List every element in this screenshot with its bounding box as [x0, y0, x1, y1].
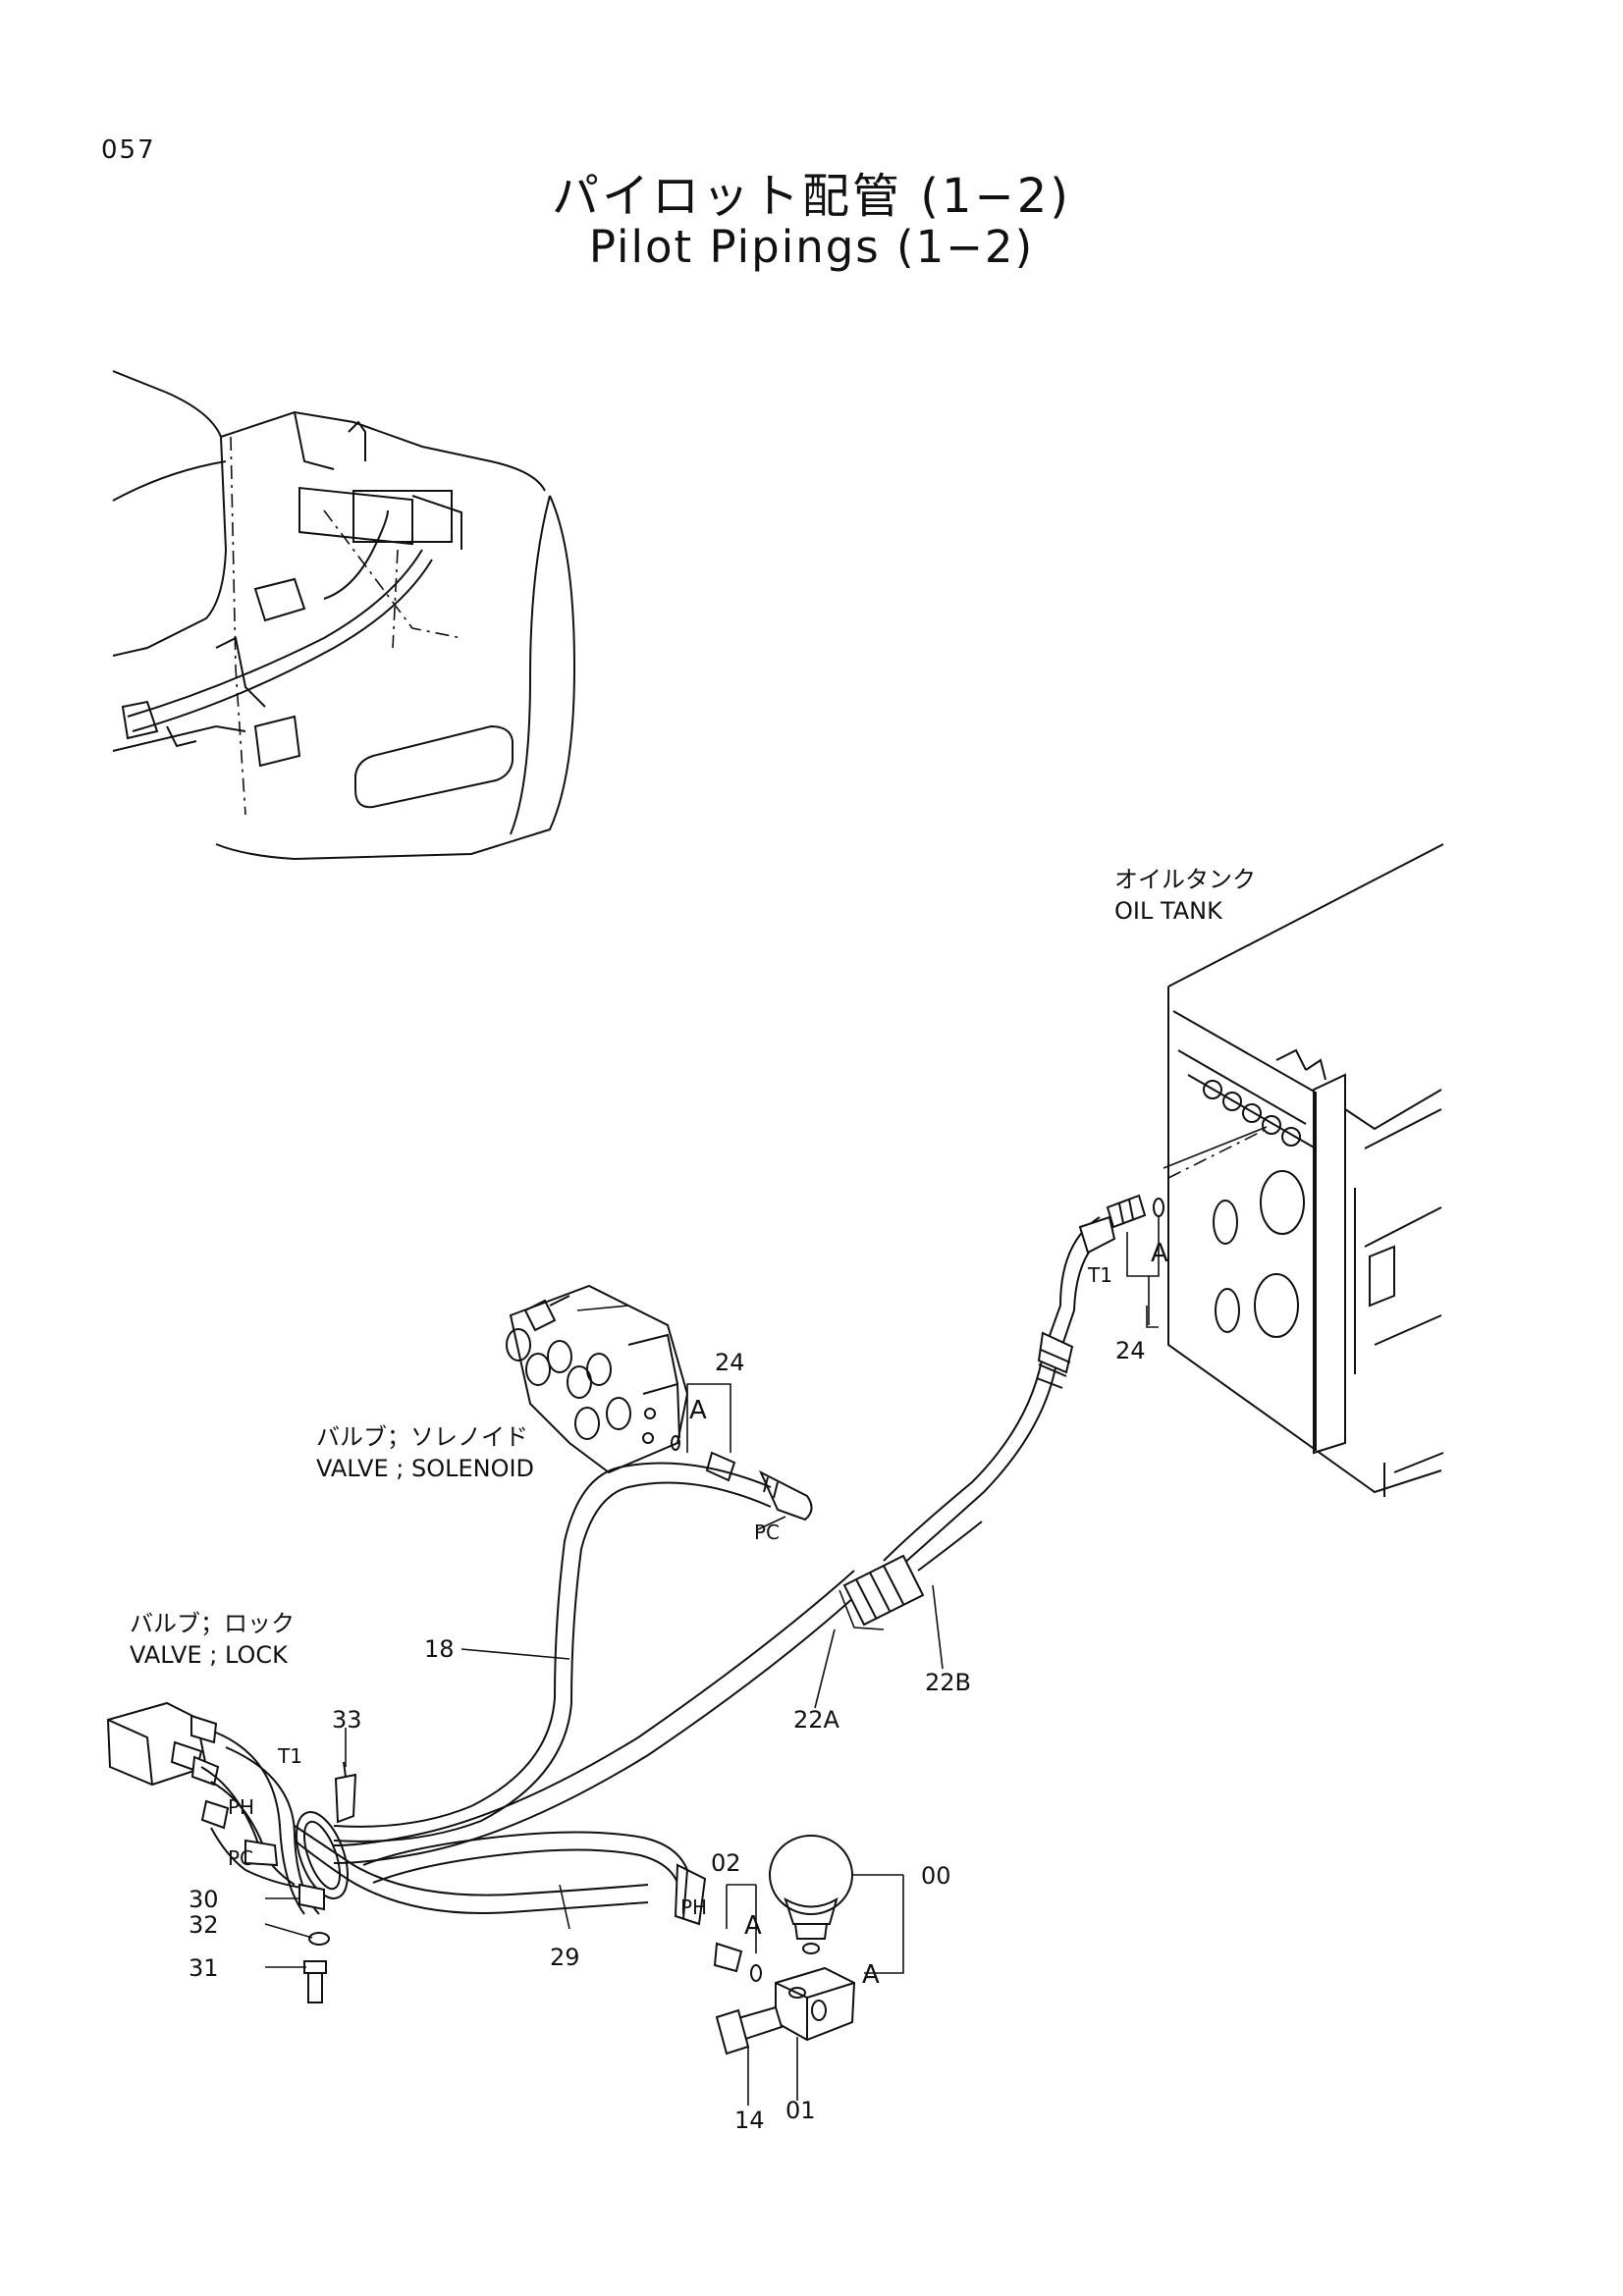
solenoid-valve-label-en: VALVE ; SOLENOID — [316, 1455, 534, 1482]
part-number-18: 18 — [424, 1635, 455, 1663]
callout-a-tank: A — [1151, 1239, 1168, 1268]
machine-overview-illustration — [112, 370, 576, 861]
port-t1-tank: T1 — [1087, 1263, 1112, 1287]
solenoid-valve-label-jp: バルブ；ソレノイド — [316, 1423, 528, 1451]
mounting-block — [715, 1966, 856, 2056]
fitting-02 — [713, 1884, 762, 1982]
page-title-japanese: パイロット配管 (1−2) — [551, 169, 1071, 224]
part-number-30: 30 — [189, 1886, 219, 1913]
port-pc-solenoid: PC — [754, 1521, 780, 1544]
part-number-14: 14 — [734, 2107, 765, 2134]
part-number-29: 29 — [550, 1944, 580, 1971]
callout-a-accumulator: A — [862, 1960, 880, 1990]
part-number-31: 31 — [189, 1954, 219, 1982]
part-number-01: 01 — [785, 2097, 816, 2124]
part-number-00: 00 — [921, 1862, 951, 1890]
part-number-33: 33 — [332, 1706, 362, 1734]
oil-tank-label-jp: オイルタンク — [1114, 866, 1256, 893]
hose-18 — [333, 1462, 772, 1842]
page-title-english: Pilot Pipings (1−2) — [588, 221, 1035, 273]
tank-return-fitting — [1106, 1194, 1164, 1325]
page-number: 057 — [101, 135, 156, 165]
hose-29 — [362, 1831, 707, 1926]
port-ph-hose: PH — [680, 1896, 707, 1919]
accumulator — [769, 1835, 903, 1954]
lock-valve-label-en: VALVE ; LOCK — [130, 1641, 289, 1669]
part-number-22b: 22B — [925, 1669, 971, 1696]
hose-clamp — [296, 1761, 357, 2003]
port-pc-lock: PC — [228, 1846, 253, 1870]
lock-valve-label-jp: バルブ；ロック — [130, 1610, 295, 1637]
part-number-24-solenoid: 24 — [715, 1349, 745, 1376]
solenoid-valve — [506, 1284, 689, 1474]
port-ph-lock: PH — [228, 1795, 254, 1819]
part-number-32: 32 — [189, 1911, 219, 1939]
lock-valve — [106, 1701, 649, 1915]
oil-tank — [1163, 843, 1444, 1497]
hose-22 — [333, 1215, 1116, 1864]
part-number-24-tank: 24 — [1115, 1337, 1146, 1364]
part-number-02: 02 — [711, 1849, 741, 1877]
callout-a-fitting: A — [744, 1911, 762, 1941]
solenoid-fitting — [671, 1383, 813, 1530]
callout-a-solenoid: A — [689, 1396, 707, 1425]
part-number-22a: 22A — [793, 1706, 840, 1734]
oil-tank-label-en: OIL TANK — [1114, 897, 1223, 925]
port-t1-lock: T1 — [277, 1744, 302, 1768]
leader-lines — [264, 1306, 1159, 2106]
